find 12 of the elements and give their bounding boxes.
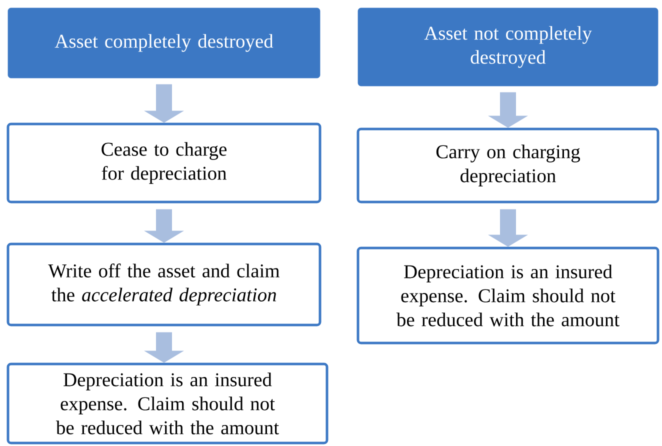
process-box: Carry on charging depreciation	[356, 128, 660, 204]
block-arrow	[488, 92, 528, 128]
process-box: Depreciation is an insured expense. Claim should not be reduced with the amount	[356, 246, 660, 344]
header-box: Asset not completely destroyed	[358, 8, 658, 86]
block-arrow	[144, 84, 184, 123]
block-arrow	[144, 332, 184, 363]
process-box: Depreciation is an insured expense. Claim should not be reduced with the amount	[6, 362, 328, 444]
block-arrow	[488, 209, 528, 247]
process-box: Write off the asset and claim the accelerated depreciation	[6, 242, 322, 326]
header-box: Asset completely destroyed	[8, 8, 320, 78]
block-arrow	[144, 209, 184, 243]
process-box: Cease to charge for depreciation	[6, 122, 322, 204]
